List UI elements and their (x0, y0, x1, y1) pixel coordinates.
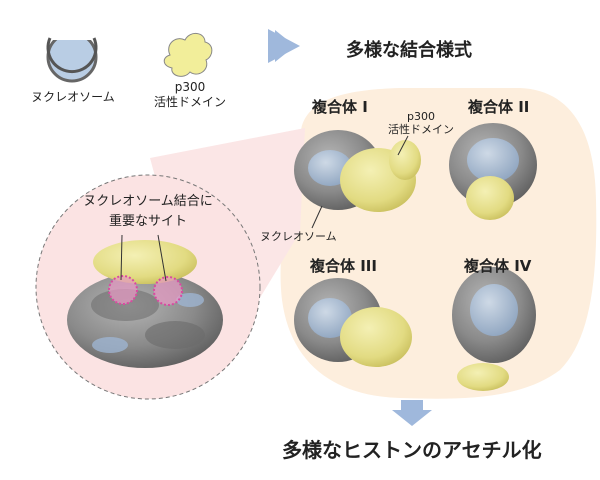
nucleosome-legend-label: ヌクレオソーム (31, 90, 115, 104)
top-arrow-head (268, 29, 300, 63)
complex-1-nucleosome-callout: ヌクレオソーム (260, 230, 337, 243)
complex-2-structure (449, 123, 537, 220)
nucleosome-legend-icon (46, 30, 98, 83)
complex-4-structure (452, 267, 536, 391)
complex-1-nucleosome-pointer (311, 205, 323, 229)
zoomed-nucleosome-structure (67, 234, 223, 368)
bottom-heading: 多様なヒストンのアセチル化 (282, 438, 542, 462)
binding-site-left (108, 275, 138, 305)
complex-1-structure (294, 130, 421, 212)
complex-2-title: 複合体 II (468, 98, 530, 116)
binding-site-label: ヌクレオソーム結合に 重要なサイト (73, 192, 223, 232)
complex-1-p300-callout-line2: 活性ドメイン (388, 123, 454, 136)
bottom-arrow (392, 400, 432, 426)
complex-4-title: 複合体 IV (464, 257, 532, 275)
complex-1-title: 複合体 I (312, 98, 368, 116)
top-heading: 多様な結合様式 (346, 40, 472, 61)
p300-legend-label: p300 活性ドメイン (135, 80, 245, 110)
binding-site-label-line2: 重要なサイト (108, 214, 187, 229)
complex-1-p300-pointer (397, 135, 409, 156)
p300-legend-icon (163, 33, 213, 77)
p300-legend-label-line2: 活性ドメイン (153, 95, 226, 109)
p300-legend-label-line1: p300 (174, 80, 206, 94)
complex-3-title: 複合体 III (310, 257, 377, 275)
complex-1-p300-callout-line1: p300 (407, 110, 435, 123)
complex-3-structure (294, 278, 412, 367)
binding-site-label-line1: ヌクレオソーム結合に (83, 194, 213, 209)
complex-1-p300-callout: p300 活性ドメイン (388, 110, 454, 136)
binding-site-right (153, 276, 183, 306)
